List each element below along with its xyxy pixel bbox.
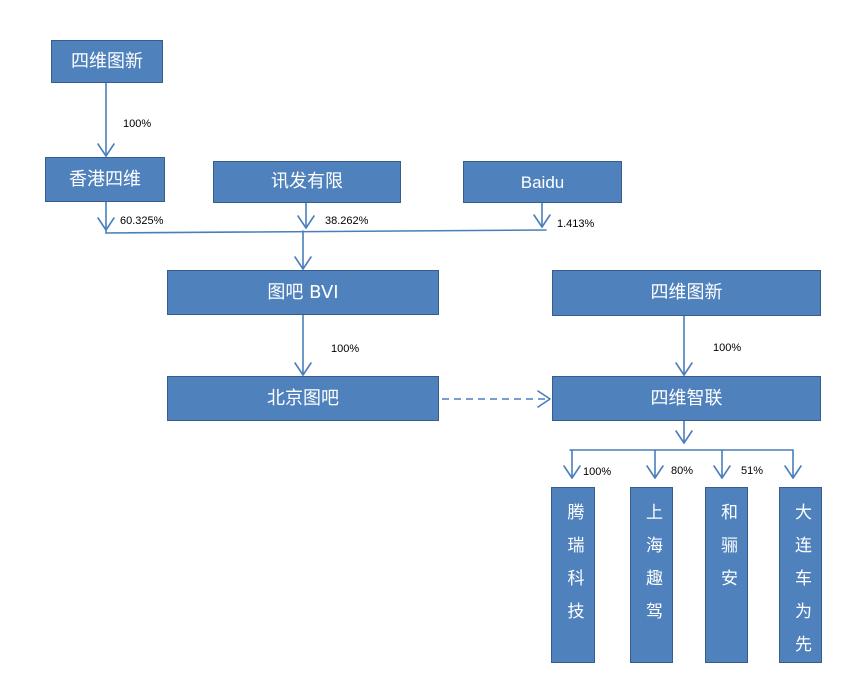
entity-box-xunfa: 讯发有限 (213, 161, 401, 203)
entity-label: 香港四维 (69, 168, 141, 190)
entity-box-navinfo-right: 四维图新 (552, 270, 821, 316)
entity-box-shanghai-qujia: 上海趣驾 (630, 487, 673, 663)
entity-label: 腾瑞科技 (563, 503, 584, 635)
ownership-label-zhilian-to-tengrui: 100% (583, 466, 612, 478)
ownership-label-xunfa-to-tuba-bvi: 38.262% (325, 215, 369, 227)
arrowhead-zhilian-down (675, 430, 693, 444)
entity-label: Baidu (520, 172, 565, 192)
entity-label: 大连车为先 (791, 503, 811, 668)
entity-label: 和骊安 (717, 503, 737, 602)
entity-label: 图吧 BVI (267, 281, 339, 303)
ownership-label-tuba-bvi-to-beijing-tuba: 100% (331, 343, 360, 355)
entity-box-hk-siwei: 香港四维 (45, 157, 165, 202)
entity-box-navinfo-top: 四维图新 (51, 40, 163, 83)
ownership-label-zhilian-to-helian: 51% (741, 465, 764, 477)
connector-shareholder-bus (105, 229, 547, 234)
arrowhead-to-dalian (784, 465, 802, 479)
arrowhead-navinfo-to-hk (97, 143, 115, 157)
arrowhead-xunfa-down (297, 215, 315, 229)
entity-box-baidu: Baidu (463, 161, 622, 203)
ownership-label-navinfo-to-hk: 100% (123, 118, 152, 130)
entity-box-helian: 和骊安 (705, 487, 748, 663)
entity-label: 四维图新 (650, 282, 723, 303)
arrowhead-hk-down (97, 217, 115, 231)
ownership-label-zhilian-to-shanghai-qujia: 80% (671, 465, 694, 477)
entity-box-tuba-bvi: 图吧 BVI (167, 270, 439, 315)
entity-box-beijing-tuba: 北京图吧 (167, 376, 439, 421)
arrowhead-baidu-down (533, 214, 551, 228)
entity-label: 四维图新 (71, 50, 143, 72)
entity-label: 四维智联 (650, 387, 723, 409)
entity-label: 讯发有限 (271, 171, 343, 192)
entity-label: 上海趣驾 (642, 503, 662, 635)
ownership-label-baidu-to-tuba-bvi: 1.413% (557, 218, 595, 230)
arrowhead-navinfo-to-zhilian (675, 362, 693, 376)
entity-box-siwei-zhilian: 四维智联 (552, 376, 821, 421)
arrowhead-to-helian (713, 465, 731, 479)
entity-label: 北京图吧 (267, 387, 339, 409)
arrowhead-beijing-tuba-to-zhilian (537, 390, 551, 408)
arrowhead-bus-to-tuba-bvi (294, 256, 312, 270)
ownership-label-navinfo-to-zhilian: 100% (713, 342, 742, 354)
entity-box-tengrui: 腾瑞科技 (551, 487, 595, 663)
entity-box-dalian: 大连车为先 (779, 487, 822, 668)
arrowhead-to-shanghai-qujia (646, 465, 664, 479)
arrowhead-tuba-bvi-to-beijing-tuba (294, 362, 312, 376)
ownership-label-hk-to-tuba-bvi: 60.325% (120, 215, 164, 227)
arrowhead-to-tengrui (563, 465, 581, 479)
